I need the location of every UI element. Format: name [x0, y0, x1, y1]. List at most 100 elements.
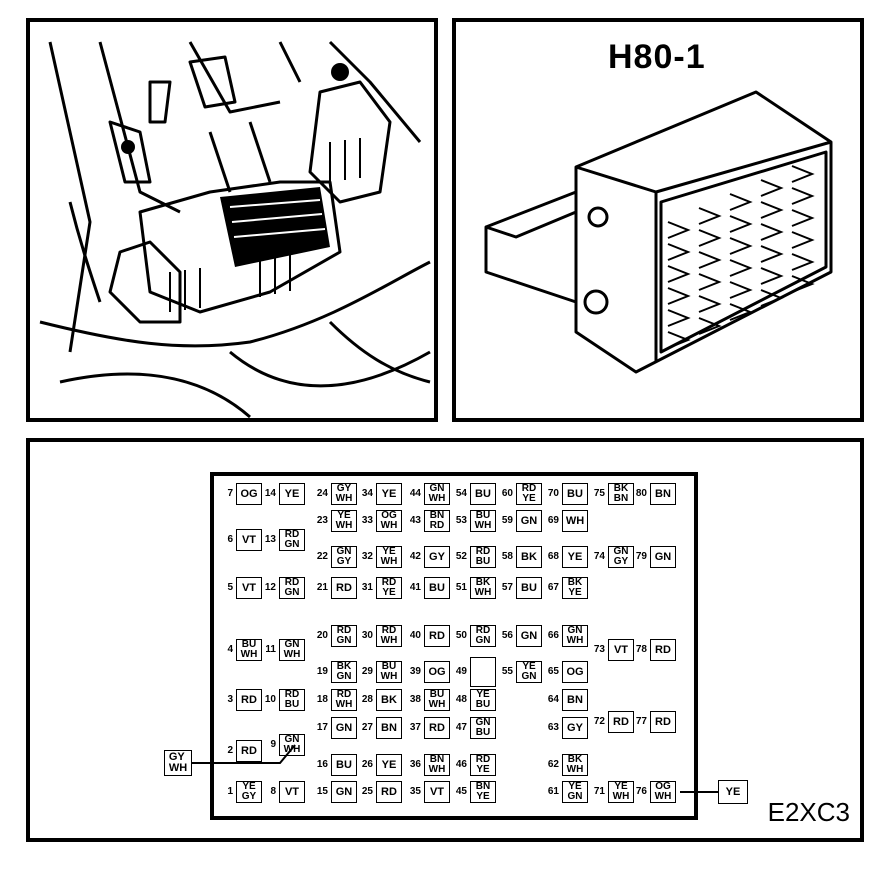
- pin-number-36: 36: [409, 759, 421, 771]
- pin-number-79: 79: [635, 551, 647, 562]
- pin-number-66: 66: [547, 630, 559, 641]
- pin-number-21: 21: [316, 582, 328, 593]
- pin-number-41: 41: [409, 582, 421, 593]
- pin-cell-15: GN: [331, 781, 357, 803]
- pin-cell-14: YE: [279, 483, 305, 505]
- pin-number-39: 39: [409, 666, 421, 677]
- pin-number-22: 22: [316, 551, 328, 562]
- pin-number-28: 28: [361, 694, 373, 706]
- diagram-code: E2XC3: [767, 797, 850, 827]
- pin-number-62: 62: [547, 759, 559, 771]
- connector-housing-drawing: [484, 90, 833, 374]
- pin-cell-56: GN: [516, 625, 542, 647]
- pin-number-8: 8: [270, 786, 276, 797]
- pin-cell-63: GY: [562, 716, 588, 739]
- connector-title: H80-1: [608, 38, 706, 76]
- vehicle-location-drawing: [39, 40, 431, 418]
- pin-number-27: 27: [361, 721, 373, 733]
- pin-cell-58: BK: [516, 546, 542, 568]
- pin-cell-25: RD: [376, 781, 402, 803]
- pin-number-1: 1: [227, 786, 233, 797]
- pin-number-54: 54: [455, 488, 467, 499]
- pin-number-31: 31: [361, 582, 373, 593]
- pin-cell-65: OG: [562, 661, 588, 683]
- pin-number-34: 34: [361, 488, 373, 499]
- pin-number-60: 60: [501, 488, 513, 499]
- pin-cell-70: BU: [562, 483, 588, 505]
- pin-number-15: 15: [316, 786, 328, 797]
- pin-number-78: 78: [635, 644, 647, 656]
- pin-number-13: 13: [264, 534, 276, 545]
- pin-number-33: 33: [361, 515, 373, 526]
- pin-cell-73: VT: [608, 639, 634, 662]
- pin-number-48: 48: [455, 694, 467, 706]
- pin-cell-72: RD: [608, 711, 634, 734]
- pin-cell-68: YE: [562, 546, 588, 568]
- pin-number-44: 44: [409, 488, 421, 499]
- pin-number-53: 53: [455, 515, 467, 526]
- pin-number-76: 76: [635, 786, 647, 797]
- pin-cell-17: GN: [331, 716, 357, 739]
- connector-illustration-panel: H80-1: [452, 18, 864, 422]
- pin-number-56: 56: [501, 630, 513, 641]
- pin-number-32: 32: [361, 551, 373, 562]
- pin-cell-16: BU: [331, 754, 357, 777]
- pin-number-47: 47: [455, 721, 467, 733]
- pin-cell-39: OG: [424, 661, 450, 683]
- pin-number-59: 59: [501, 515, 513, 526]
- pin-number-17: 17: [316, 721, 328, 733]
- pin-number-42: 42: [409, 551, 421, 562]
- pin-number-63: 63: [547, 721, 559, 733]
- external-wire-76-label: YE: [725, 785, 741, 798]
- pin-number-80: 80: [635, 488, 647, 499]
- lead-pin-9: [192, 744, 296, 764]
- pin-cell-57: BU: [516, 577, 542, 599]
- pin-number-40: 40: [409, 630, 421, 641]
- pin-number-19: 19: [316, 666, 328, 677]
- pin-cell-77: RD: [650, 711, 676, 734]
- pin-number-26: 26: [361, 759, 373, 771]
- pin-number-7: 7: [227, 488, 233, 499]
- pin-cell-64: BN: [562, 689, 588, 712]
- pin-number-4: 4: [227, 644, 233, 656]
- pin-number-50: 50: [455, 630, 467, 641]
- pin-number-11: 11: [265, 644, 276, 656]
- pin-number-18: 18: [316, 694, 328, 706]
- pin-number-51: 51: [455, 582, 467, 593]
- pin-number-75: 75: [593, 488, 605, 499]
- pin-cell-54: BU: [470, 483, 496, 505]
- pin-cell-37: RD: [424, 716, 450, 739]
- pin-number-49: 49: [455, 666, 467, 677]
- pin-number-70: 70: [547, 488, 559, 499]
- pin-number-69: 69: [547, 515, 559, 526]
- pin-number-35: 35: [409, 786, 421, 797]
- pin-number-12: 12: [264, 582, 276, 593]
- pin-number-5: 5: [227, 582, 233, 593]
- pin-cell-34: YE: [376, 483, 402, 505]
- pin-cell-28: BK: [376, 689, 402, 712]
- pin-number-67: 67: [547, 582, 559, 593]
- pin-cell-27: BN: [376, 716, 402, 739]
